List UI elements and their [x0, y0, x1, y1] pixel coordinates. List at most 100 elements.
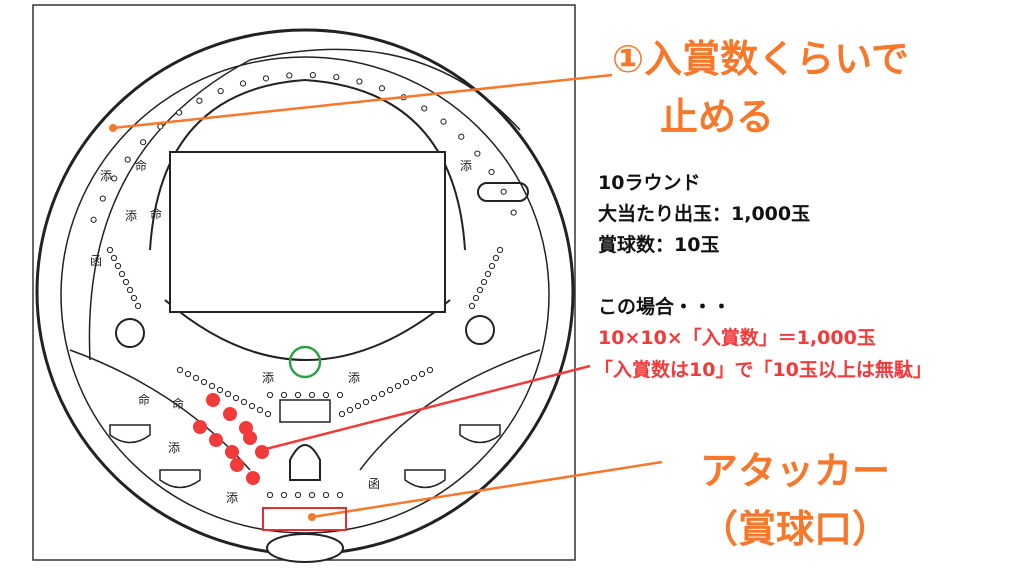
- red-ball: [223, 407, 237, 421]
- red-ball: [255, 445, 269, 459]
- board-label: 命: [172, 396, 184, 411]
- board-labels: 添命添命函添命添添命添添函: [90, 158, 472, 505]
- nail: [356, 78, 363, 85]
- nail: [362, 398, 370, 406]
- board-label: 函: [90, 254, 102, 268]
- nail: [264, 410, 272, 418]
- red-ball: [225, 445, 239, 459]
- right-slot: [477, 182, 529, 202]
- center-tulip: [289, 444, 321, 481]
- nail: [440, 118, 447, 125]
- nail: [122, 278, 130, 286]
- nail: [286, 72, 293, 79]
- board-label: 函: [368, 477, 380, 491]
- nail: [176, 366, 184, 374]
- nail: [294, 391, 302, 399]
- nail: [118, 270, 126, 278]
- nail: [134, 302, 142, 310]
- nail: [378, 390, 386, 398]
- board-label: 命: [135, 158, 147, 173]
- nail: [111, 175, 118, 182]
- red-ball: [209, 433, 223, 447]
- nail: [333, 74, 340, 81]
- nail: [124, 156, 131, 163]
- nail: [354, 402, 362, 410]
- center-stage-lower: [164, 299, 451, 361]
- bottom-callout-dot: [308, 513, 316, 521]
- nail: [378, 85, 386, 92]
- top-callout-line: [112, 73, 613, 130]
- nail: [106, 246, 114, 254]
- nail: [114, 262, 122, 270]
- info-case-heading: この場合・・・: [598, 296, 732, 318]
- nail: [280, 391, 288, 399]
- red-ball: [193, 420, 207, 434]
- nail: [130, 294, 138, 302]
- red-ball: [246, 471, 260, 485]
- nail: [232, 394, 240, 402]
- nail: [216, 386, 224, 394]
- lcd-window: [169, 151, 446, 313]
- nail: [474, 150, 481, 157]
- nail: [500, 188, 507, 195]
- nail: [208, 382, 216, 390]
- bottom-callout-line: [311, 460, 663, 519]
- attacker-sublabel: （賞球口）: [700, 507, 891, 551]
- nail: [394, 382, 402, 390]
- nail: [386, 386, 394, 394]
- board-label: 命: [138, 392, 150, 407]
- board-label: 添: [226, 491, 238, 505]
- out-hole: [266, 533, 344, 563]
- nail: [346, 406, 354, 414]
- nail: [308, 491, 316, 499]
- nail: [248, 402, 256, 410]
- info-conclusion: 「入賞数は10」で「10玉以上は無駄」: [594, 359, 932, 381]
- nail: [336, 391, 344, 399]
- start-chucker-green-icon: [288, 345, 322, 379]
- nail: [322, 391, 330, 399]
- red-ball: [230, 458, 244, 472]
- nail: [418, 370, 426, 378]
- nail: [472, 294, 480, 302]
- guide-rail: [88, 48, 521, 361]
- red-ball: [206, 393, 220, 407]
- nail: [239, 80, 247, 87]
- nail: [266, 391, 274, 399]
- nail: [110, 254, 118, 262]
- right-windmill: [465, 315, 495, 345]
- top-callout-line1: ①入賞数くらいで: [612, 37, 910, 81]
- nails: [90, 72, 517, 499]
- nail: [196, 97, 203, 104]
- pockets: [109, 399, 501, 489]
- left-windmill: [115, 318, 145, 348]
- nail: [192, 374, 200, 382]
- nail: [262, 75, 270, 82]
- nail: [157, 123, 164, 130]
- nail: [488, 262, 496, 270]
- nail: [336, 491, 344, 499]
- nail: [280, 491, 288, 499]
- top-callout-line2: 止める: [660, 95, 775, 139]
- nail: [468, 302, 476, 310]
- nail: [90, 216, 97, 223]
- nail: [308, 391, 316, 399]
- nail: [402, 378, 410, 386]
- nail: [510, 209, 517, 216]
- attacker-highlight: [262, 507, 347, 531]
- nail: [176, 109, 183, 116]
- nail: [484, 270, 492, 278]
- board-label: 添: [125, 209, 137, 223]
- nail: [338, 410, 346, 418]
- nail: [256, 406, 264, 414]
- nail: [426, 366, 434, 374]
- nail: [458, 133, 465, 140]
- lower-right-rail: [359, 349, 541, 471]
- nail: [224, 390, 232, 398]
- info-payout: 大当たり出玉：1,000玉: [598, 203, 811, 225]
- info-rounds: 10ラウンド: [598, 172, 701, 194]
- nail: [217, 87, 224, 95]
- nail: [266, 491, 274, 499]
- board-label: 添: [262, 371, 274, 385]
- nail: [140, 139, 147, 146]
